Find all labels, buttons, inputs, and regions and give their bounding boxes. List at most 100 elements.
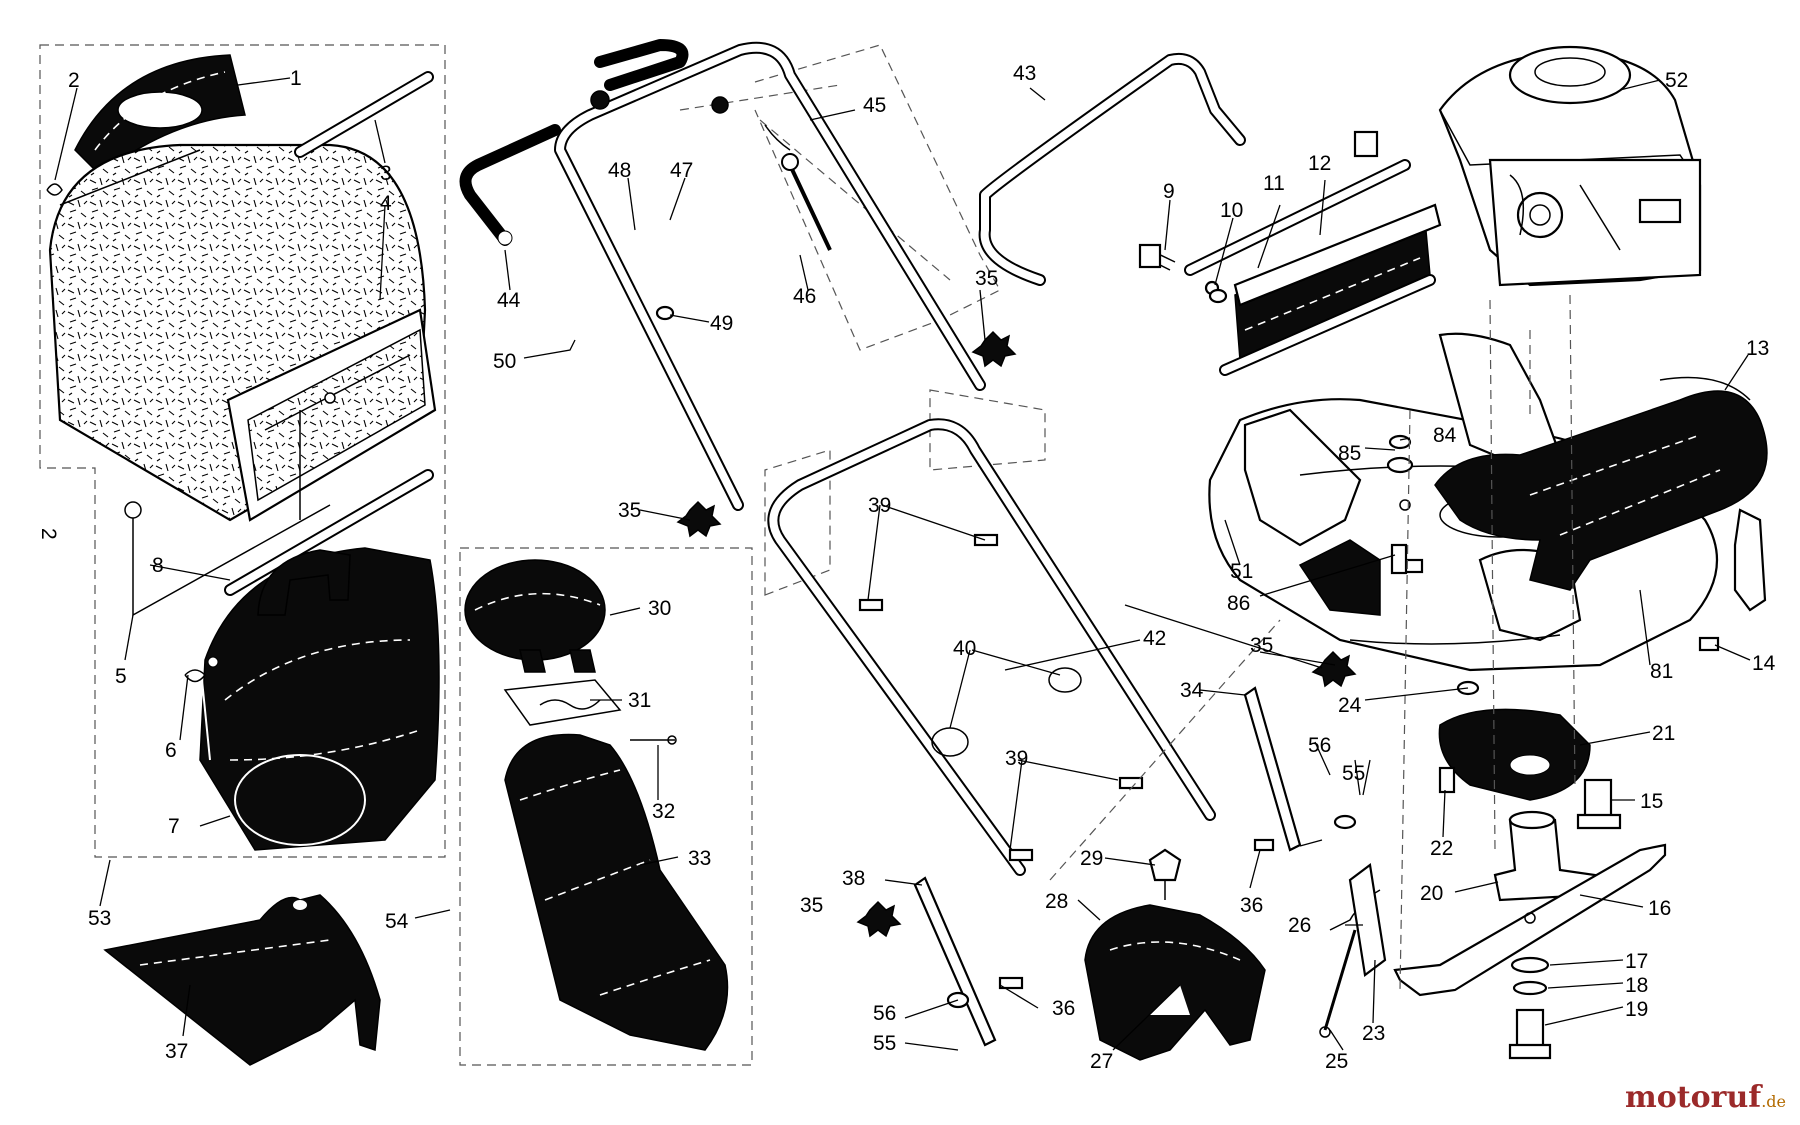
label-21: 21 — [1652, 722, 1675, 745]
label-47: 47 — [670, 159, 693, 182]
collector-front — [199, 547, 440, 851]
label-42: 42 — [1143, 627, 1166, 650]
label-84: 84 — [1433, 424, 1457, 447]
nuts-washers — [655, 288, 1480, 1009]
label-10: 10 — [1220, 199, 1243, 222]
height-knob — [1148, 848, 1182, 900]
label-12: 12 — [1308, 152, 1331, 175]
label-48: 48 — [608, 159, 631, 182]
engine — [1438, 45, 1702, 287]
label-30: 30 — [648, 597, 671, 620]
label-9: 9 — [1163, 180, 1175, 203]
label-36-b: 36 — [1052, 997, 1075, 1020]
label-38: 38 — [842, 867, 865, 890]
label-37: 37 — [165, 1040, 188, 1063]
label-56: 56 — [1308, 734, 1331, 757]
label-44: 44 — [497, 289, 521, 312]
label-33: 33 — [688, 847, 711, 870]
label-55: 55 — [1342, 762, 1365, 785]
mulch-plug — [103, 894, 381, 1066]
label-5: 5 — [115, 665, 127, 688]
label-55-b: 55 — [873, 1032, 896, 1055]
label-19: 19 — [1625, 998, 1648, 1021]
grass-bag — [48, 143, 437, 522]
clips — [46, 183, 206, 683]
label-17: 17 — [1625, 950, 1648, 973]
star-knobs — [676, 330, 1357, 938]
label-23: 23 — [1362, 1022, 1385, 1045]
label-15: 15 — [1640, 790, 1663, 813]
upper-handle — [554, 39, 986, 511]
label-27: 27 — [1090, 1050, 1113, 1073]
label-14: 14 — [1752, 652, 1776, 675]
label-3: 3 — [380, 162, 392, 185]
label-81: 81 — [1650, 660, 1673, 683]
label-35-c: 35 — [1250, 634, 1273, 657]
label-35-b: 35 — [618, 499, 641, 522]
label-46: 46 — [793, 285, 816, 308]
label-6: 6 — [165, 739, 177, 762]
watermark: motoruf.de — [1625, 1080, 1786, 1115]
side-shroud — [1434, 376, 1768, 591]
label-56-b: 56 — [873, 1002, 896, 1025]
label-45: 45 — [863, 94, 886, 117]
handle-grip — [459, 124, 561, 246]
blade-adapter — [1438, 708, 1597, 902]
alignment-lines — [1049, 294, 1576, 991]
label-20: 20 — [1420, 882, 1443, 905]
watermark-brand: motoruf — [1625, 1080, 1762, 1115]
label-11: 11 — [1263, 172, 1285, 195]
spring-assembly — [1319, 863, 1387, 1038]
control-cable — [764, 124, 832, 251]
bolts — [858, 533, 1720, 990]
label-50: 50 — [493, 350, 516, 373]
label-39: 39 — [868, 494, 891, 517]
label-36: 36 — [1240, 894, 1263, 917]
label-22: 22 — [1430, 837, 1453, 860]
label-24: 24 — [1338, 694, 1362, 717]
label-4: 4 — [380, 192, 392, 215]
part-labels: 1 2 3 4 5 6 7 8 9 10 11 12 13 14 15 16 1… — [37, 62, 1776, 1073]
watermark-tld: .de — [1761, 1092, 1786, 1111]
label-52: 52 — [1665, 69, 1688, 92]
label-40: 40 — [953, 637, 976, 660]
label-18: 18 — [1625, 974, 1648, 997]
label-26: 26 — [1288, 914, 1311, 937]
rear-rod — [1138, 130, 1411, 296]
bail-bar — [978, 52, 1246, 286]
label-35-d: 35 — [800, 894, 823, 917]
bag-handle — [74, 54, 246, 177]
blade-hardware — [1508, 778, 1622, 1060]
brackets — [913, 686, 1302, 1047]
label-35: 35 — [975, 267, 998, 290]
label-49: 49 — [710, 312, 733, 335]
label-85: 85 — [1338, 442, 1361, 465]
label-54: 54 — [385, 910, 409, 933]
rear-door — [1084, 904, 1266, 1061]
label-31: 31 — [628, 689, 651, 712]
rear-flap — [1219, 203, 1442, 376]
label-25: 25 — [1325, 1050, 1348, 1073]
label-1: 1 — [290, 67, 302, 90]
rods — [224, 71, 434, 596]
label-34: 34 — [1180, 679, 1204, 702]
lower-handle — [767, 418, 1216, 876]
label-29: 29 — [1080, 847, 1103, 870]
label-13: 13 — [1746, 337, 1769, 360]
label-28: 28 — [1045, 890, 1068, 913]
label-51: 51 — [1230, 560, 1253, 583]
label-16: 16 — [1648, 897, 1671, 920]
leader-lines — [54, 77, 1751, 1051]
label-43: 43 — [1013, 62, 1036, 85]
mower-blade — [1393, 843, 1667, 997]
label-39-b: 39 — [1005, 747, 1028, 770]
label-7: 7 — [168, 815, 180, 838]
label-32: 32 — [652, 800, 675, 823]
label-86: 86 — [1227, 592, 1250, 615]
label-53: 53 — [88, 907, 111, 930]
label-8: 8 — [152, 554, 164, 577]
side-mark: 2 — [37, 528, 60, 540]
discharge-chute — [464, 559, 729, 1051]
label-2: 2 — [68, 69, 80, 92]
